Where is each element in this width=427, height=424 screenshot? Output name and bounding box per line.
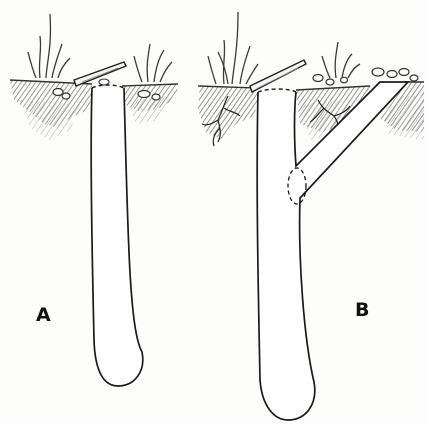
panel-label-b: B [355,301,369,320]
sharpened-stick-icon [250,60,306,92]
grass-tuft-a-right [134,44,172,82]
y-shaped-hole-b [257,82,408,420]
straight-hole-a [91,85,143,386]
panel-a [10,14,178,386]
grass-tuft-a-left [28,14,70,78]
grass-tuft-b-right [322,42,360,78]
panel-b [198,12,424,420]
soil-layer-b [198,68,424,140]
grass-tuft-b-left [208,12,258,84]
panel-label-a: A [36,306,51,325]
